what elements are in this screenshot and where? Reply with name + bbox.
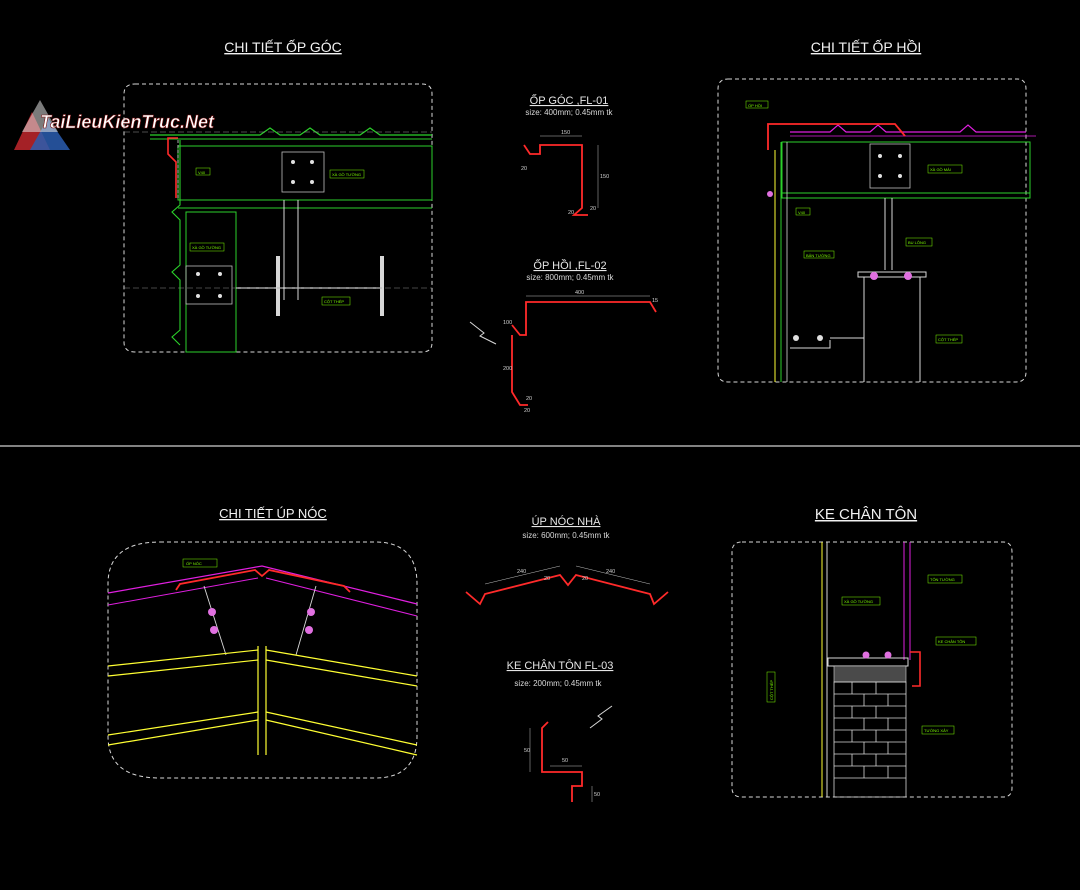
gable-roof-purlin xyxy=(781,141,1031,199)
watermark-brand: TaiLieuKienTruc.Net xyxy=(40,112,215,132)
gable-detail-frame xyxy=(717,78,1027,383)
gable-tag-4: CỘT THÉP xyxy=(938,337,958,342)
fl03-dim-2: 50 xyxy=(594,792,600,798)
fl02-dim-4: 20 xyxy=(526,396,532,402)
gable-flashing xyxy=(767,123,906,150)
ridge-dim-1: 240 xyxy=(606,569,615,575)
corner-detail-frame xyxy=(123,83,433,353)
profile-fl01: ỐP GÓC ,FL-01 size: 400mm; 0.45mm tk 150… xyxy=(521,93,614,216)
fl02-name: ỐP HỒI ,FL-02 xyxy=(533,258,606,272)
ridge-dim-3: 20 xyxy=(582,576,588,582)
ridge-dim-2: 20 xyxy=(544,576,550,582)
gable-tag-0: ỐP HỒI xyxy=(748,103,762,108)
corner-tag-2: XÀ GỒ TƯỜNG xyxy=(192,245,221,250)
ridge-roof-sheet xyxy=(107,565,418,605)
fl03-dim-0: 50 xyxy=(562,758,568,764)
base-tag-3: CỘT THÉP xyxy=(769,680,774,700)
fl01-dim-4: 20 xyxy=(590,206,596,212)
ridge-tag-0: ỐP NÓC xyxy=(186,561,202,566)
break-symbol-icon xyxy=(469,321,497,345)
gable-detail-title: CHI TIẾT ỐP HỒI xyxy=(811,38,921,55)
fl01-dim-2: 150 xyxy=(600,174,609,180)
ridge-detail-drawing: ỐP NÓC xyxy=(107,541,418,779)
fl02-dim-1: 15 xyxy=(652,298,658,304)
corner-tag-3: CỘT THÉP xyxy=(324,299,344,304)
base-tag-0: TÔN TƯỜNG xyxy=(930,577,955,582)
gable-tag-5: BU LÔNG xyxy=(908,240,926,245)
base-detail-drawing: TÔN TƯỜNG XÀ GỒ TƯỜNG KE CHÂN TÔN CỘT TH… xyxy=(731,541,1013,798)
corner-tag-0: V40 xyxy=(198,170,206,175)
ridge-size: size: 600mm; 0.45mm tk xyxy=(522,531,610,540)
gable-detail-drawing: ỐP HỒI XÀ GỒ MÁI V40 BẢN TƯỜNG CỘT THÉP … xyxy=(717,78,1036,383)
base-tag-4: TƯỜNG XÂY xyxy=(924,728,949,733)
fl02-size: size: 800mm; 0.45mm tk xyxy=(526,273,614,282)
gable-roof-sheet xyxy=(790,124,1026,133)
watermark-logo: TaiLieuKienTruc.Net xyxy=(14,100,215,150)
fl01-shape xyxy=(523,144,588,216)
base-flashing xyxy=(910,651,921,687)
corner-tag-1: XÀ GỒ TƯỜNG xyxy=(332,172,361,177)
fl01-name: ỐP GÓC ,FL-01 xyxy=(530,93,609,107)
base-tag-1: XÀ GỒ TƯỜNG xyxy=(844,599,873,604)
gable-tag-3: BẢN TƯỜNG xyxy=(806,253,831,258)
corner-roof-sheet xyxy=(150,127,432,136)
corner-detail-title: CHI TIẾT ỐP GÓC xyxy=(224,38,341,55)
corner-flashing xyxy=(167,137,178,198)
ridge-cap xyxy=(175,569,351,593)
base-detail-frame xyxy=(731,541,1013,798)
fl02-dim-2: 100 xyxy=(503,320,512,326)
fl03-shape xyxy=(541,721,583,802)
fl02-dim-3: 200 xyxy=(503,366,512,372)
ridge-name: ÚP NÓC NHÀ xyxy=(532,515,602,528)
ridge-rafter xyxy=(107,649,418,687)
fl01-dim-3: 20 xyxy=(568,210,574,216)
watermark-emblem-icon xyxy=(14,100,70,150)
ridge-dim-0: 240 xyxy=(517,569,526,575)
ridge-shape xyxy=(465,573,669,606)
profile-fl03: KE CHÂN TÔN FL-03 size: 200mm; 0.45mm tk… xyxy=(507,659,614,802)
corner-detail-drawing: V40 XÀ GỒ TƯỜNG XÀ GỒ TƯỜNG CỘT THÉP xyxy=(123,83,433,353)
fl02-dim-0: 400 xyxy=(575,290,584,296)
fl03-dim-1: 50 xyxy=(524,748,530,754)
corner-wall-purlin xyxy=(185,211,237,353)
break-symbol-icon-2 xyxy=(589,705,613,729)
gable-tag-1: XÀ GỒ MÁI xyxy=(930,167,951,172)
base-detail-title: KE CHÂN TÔN xyxy=(815,506,917,523)
base-tag-2: KE CHÂN TÔN xyxy=(938,639,965,644)
ridge-detail-title: CHI TIẾT ÚP NÓC xyxy=(219,506,327,521)
fl03-name: KE CHÂN TÔN FL-03 xyxy=(507,659,614,672)
fl01-dim-0: 150 xyxy=(561,130,570,136)
fl01-dim-1: 20 xyxy=(521,166,527,172)
profile-ridge: ÚP NÓC NHÀ size: 600mm; 0.45mm tk 240 24… xyxy=(465,515,669,606)
brick-wall xyxy=(833,681,907,798)
profile-fl02: ỐP HỒI ,FL-02 size: 800mm; 0.45mm tk 400… xyxy=(469,258,658,414)
fl01-size: size: 400mm; 0.45mm tk xyxy=(525,108,613,117)
corner-wall-sheet xyxy=(171,140,181,346)
gable-tag-2: V40 xyxy=(798,210,806,215)
ridge-detail-frame xyxy=(107,541,418,779)
fl02-dim-5: 20 xyxy=(524,408,530,414)
fl03-size: size: 200mm; 0.45mm tk xyxy=(514,679,602,688)
fl02-shape xyxy=(511,301,657,336)
